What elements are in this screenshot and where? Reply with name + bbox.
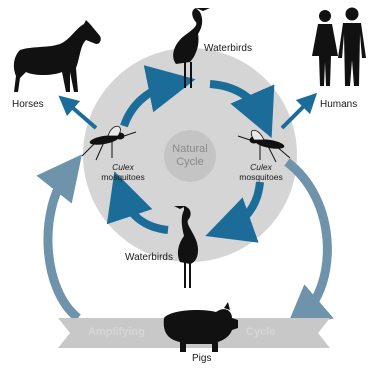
label-culex-right-2: mosquitoes <box>239 172 283 182</box>
natural-cycle-center <box>164 130 216 182</box>
mosquito-icon-left <box>81 125 137 161</box>
amplifying-arrow-right <box>284 158 334 331</box>
horse-icon <box>13 20 101 92</box>
label-pigs: Pigs <box>192 353 212 364</box>
label-humans: Humans <box>320 99 358 110</box>
cycle-arrow-left-up <box>120 65 196 128</box>
label-waterbirds-bottom: Waterbirds <box>125 252 173 263</box>
label-culex-right: Culex mosquitoes <box>236 162 286 182</box>
label-natural-cycle: Natural Cycle <box>164 143 216 169</box>
label-culex-right-1: Culex <box>250 162 272 172</box>
label-amplifying: Amplifying <box>88 326 145 338</box>
arrow-to-horses <box>58 95 98 130</box>
label-horses: Horses <box>12 99 44 110</box>
label-waterbirds-top: Waterbirds <box>204 43 252 54</box>
label-cycle: Cycle <box>176 156 204 168</box>
humans-icon <box>312 7 366 86</box>
label-culex-left-1: Culex <box>112 162 134 172</box>
arrow-to-humans <box>280 92 318 130</box>
label-amplifying-cycle: Cycle <box>246 326 276 338</box>
pig-icon <box>163 302 238 352</box>
cycle-arrow-bottom-left <box>106 171 169 234</box>
cycle-arrow-right-down <box>205 181 264 243</box>
heron-icon-top <box>173 8 210 88</box>
heron-icon-bottom <box>174 206 198 288</box>
label-natural: Natural <box>172 143 208 155</box>
mosquito-icon-right <box>237 129 291 163</box>
label-culex-left-2: mosquitoes <box>101 172 145 182</box>
label-culex-left: Culex mosquitoes <box>98 162 148 182</box>
cycle-arrow-top-right <box>209 80 275 138</box>
amplifying-arrow-left <box>36 154 82 322</box>
